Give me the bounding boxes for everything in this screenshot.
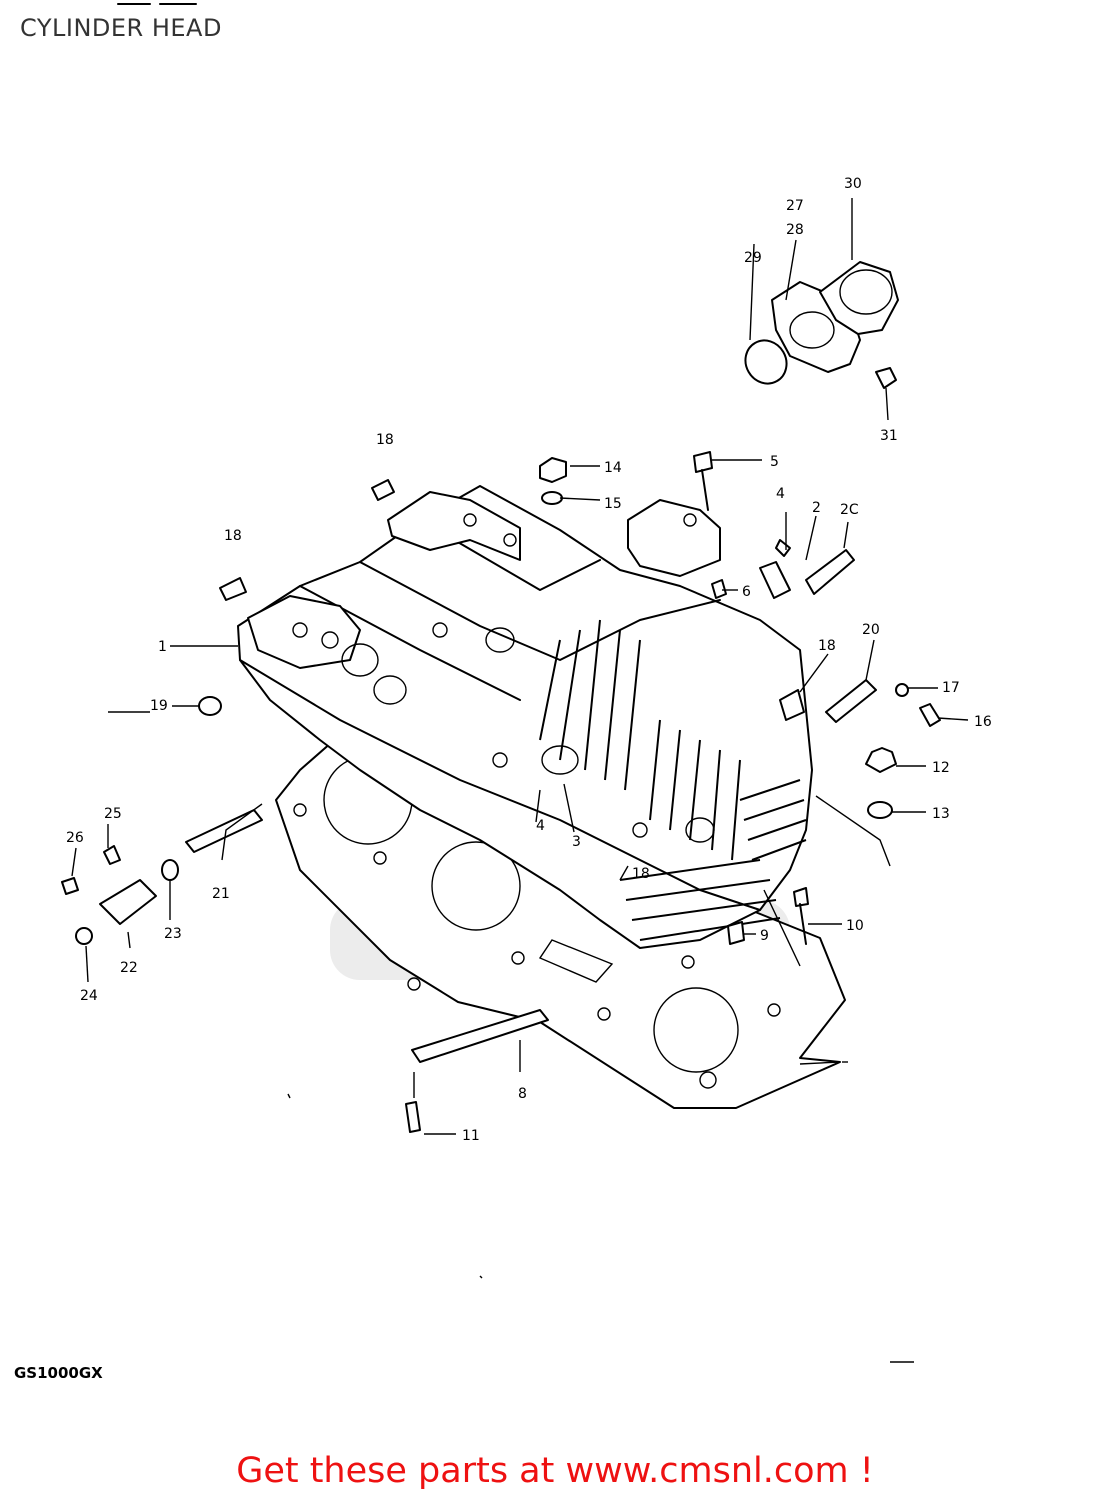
leader-lines xyxy=(71,198,969,1135)
callout-22: 22 xyxy=(120,960,138,976)
callout-31: 31 xyxy=(880,428,898,444)
callout-12: 12 xyxy=(932,760,950,776)
callout-27: 27 xyxy=(786,198,804,214)
callout-30: 30 xyxy=(844,176,862,192)
callout-labels: 1 2 3 4 4 5 6 8 9 10 11 12 13 14 15 16 1… xyxy=(66,176,992,1144)
callout-9: 9 xyxy=(760,928,769,944)
intake-pipe-assembly xyxy=(744,261,899,389)
callout-1: 1 xyxy=(158,639,167,655)
callout-2c: 2C xyxy=(840,502,859,518)
callout-5: 5 xyxy=(770,454,779,470)
callout-16: 16 xyxy=(974,714,992,730)
stray-marks xyxy=(287,1061,914,1363)
model-code: GS1000GX xyxy=(14,1364,103,1382)
callout-18-left: 18 xyxy=(224,528,242,544)
callout-2: 2 xyxy=(812,500,821,516)
callout-26: 26 xyxy=(66,830,84,846)
callout-8: 8 xyxy=(518,1086,527,1102)
callout-3: 3 xyxy=(572,834,581,850)
callout-11: 11 xyxy=(462,1128,480,1144)
callout-10: 10 xyxy=(846,918,864,934)
callout-17: 17 xyxy=(942,680,960,696)
callout-25: 25 xyxy=(104,806,122,822)
callout-18-center: 18 xyxy=(632,866,650,882)
callout-15: 15 xyxy=(604,496,622,512)
callout-21: 21 xyxy=(212,886,230,902)
page-title: CYLINDER HEAD xyxy=(20,14,222,42)
cta-link[interactable]: Get these parts at www.cmsnl.com ! xyxy=(236,1451,874,1491)
cylinder-head-body xyxy=(237,485,813,949)
gasket-strip xyxy=(411,1009,549,1063)
callout-13: 13 xyxy=(932,806,950,822)
callout-18-top: 18 xyxy=(376,432,394,448)
callout-19: 19 xyxy=(150,698,168,714)
callout-18-right: 18 xyxy=(818,638,836,654)
callout-4-top: 4 xyxy=(776,486,785,502)
callout-29: 29 xyxy=(744,250,762,266)
callout-28: 28 xyxy=(786,222,804,238)
callout-4-lower: 4 xyxy=(536,818,545,834)
callout-20: 20 xyxy=(862,622,880,638)
callout-6: 6 xyxy=(742,584,751,600)
callout-14: 14 xyxy=(604,460,622,476)
callout-24: 24 xyxy=(80,988,98,1004)
callout-23: 23 xyxy=(164,926,182,942)
small-parts xyxy=(61,451,941,1133)
